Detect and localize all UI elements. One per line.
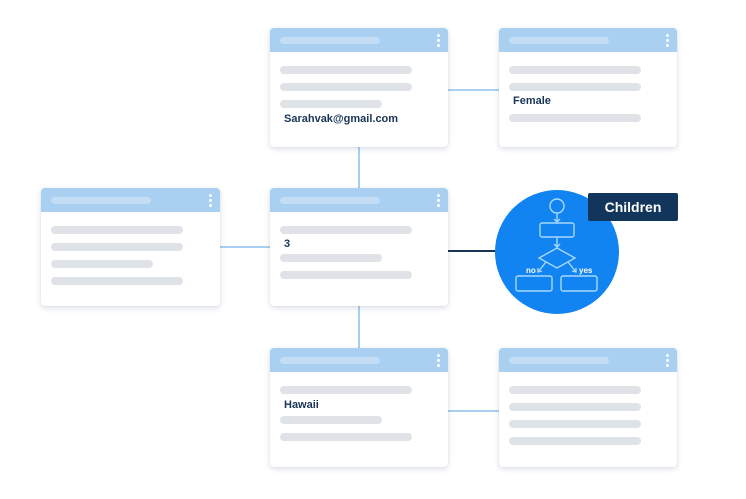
placeholder-line <box>509 66 641 74</box>
card-gender[interactable]: Female <box>499 28 677 147</box>
placeholder-line <box>509 403 641 411</box>
placeholder-line <box>509 437 641 445</box>
card-header <box>270 28 448 52</box>
connector-email-children <box>358 147 360 188</box>
connector-children-location <box>358 306 360 348</box>
header-placeholder <box>280 37 380 44</box>
more-options-icon[interactable] <box>666 354 669 369</box>
placeholder-line <box>280 226 412 234</box>
card-email[interactable]: Sarahvak@gmail.com <box>270 28 448 147</box>
placeholder-line <box>280 254 382 262</box>
more-options-icon[interactable] <box>437 34 440 49</box>
placeholder-line <box>280 83 412 91</box>
flow-process-node <box>539 222 575 238</box>
flow-arrow-head <box>553 218 561 223</box>
placeholder-line <box>280 271 412 279</box>
header-placeholder <box>509 37 609 44</box>
placeholder-line <box>280 100 382 108</box>
placeholder-line <box>509 386 641 394</box>
flow-yes-label: yes <box>579 266 593 275</box>
flow-arrow-head <box>537 268 543 273</box>
email-value: Sarahvak@gmail.com <box>284 113 399 125</box>
card-location[interactable]: Hawaii <box>270 348 448 467</box>
flow-arrow-yes <box>567 261 577 273</box>
children-badge: Children <box>588 193 678 221</box>
connector-location-right <box>448 410 499 412</box>
header-placeholder <box>280 357 380 364</box>
placeholder-line <box>509 420 641 428</box>
placeholder-line <box>51 243 183 251</box>
card-left[interactable] <box>41 188 220 306</box>
placeholder-line <box>509 83 641 91</box>
flow-arrow-head <box>553 243 561 248</box>
placeholder-line <box>280 386 412 394</box>
card-header <box>499 28 677 52</box>
gender-value: Female <box>513 95 551 107</box>
connector-email-gender <box>448 89 499 91</box>
header-placeholder <box>509 357 609 364</box>
flow-node-no <box>515 275 553 292</box>
flow-start-node <box>549 198 565 214</box>
flow-arrow-head <box>571 268 577 273</box>
header-placeholder <box>51 197 151 204</box>
connector-left-children <box>220 246 270 248</box>
placeholder-line <box>51 260 153 268</box>
children-value: 3 <box>284 238 291 250</box>
card-header <box>41 188 220 212</box>
more-options-icon[interactable] <box>437 354 440 369</box>
flow-node-yes <box>560 275 598 292</box>
more-options-icon[interactable] <box>437 194 440 209</box>
flow-decision-node <box>537 247 577 269</box>
card-header <box>270 188 448 212</box>
placeholder-line <box>280 416 382 424</box>
placeholder-line <box>51 277 183 285</box>
flow-arrow-no <box>537 261 547 273</box>
location-value: Hawaii <box>284 399 319 411</box>
card-children[interactable]: 3 <box>270 188 448 306</box>
card-header <box>499 348 677 372</box>
flow-no-label: no <box>526 266 536 275</box>
card-header <box>270 348 448 372</box>
placeholder-line <box>509 114 641 122</box>
placeholder-line <box>280 66 412 74</box>
placeholder-line <box>280 433 412 441</box>
more-options-icon[interactable] <box>666 34 669 49</box>
more-options-icon[interactable] <box>209 194 212 209</box>
card-bottom-right[interactable] <box>499 348 677 467</box>
placeholder-line <box>51 226 183 234</box>
header-placeholder <box>280 197 380 204</box>
